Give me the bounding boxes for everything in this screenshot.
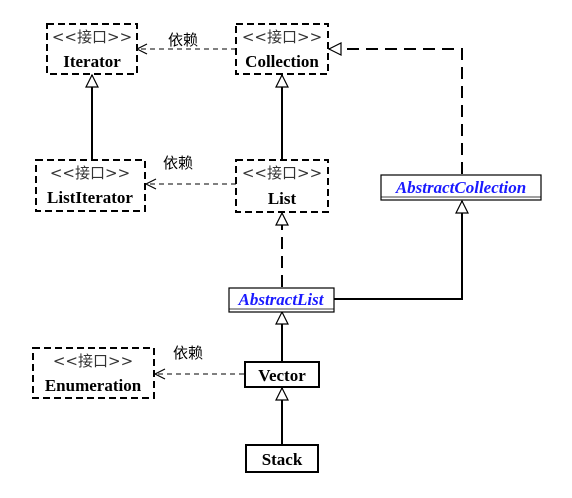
node-list: <<接口>> List — [235, 159, 329, 213]
node-collection: <<接口>> Collection — [235, 23, 329, 75]
node-iterator: <<接口>> Iterator — [46, 23, 138, 75]
class-name-collection: Collection — [245, 52, 319, 71]
node-enumeration: <<接口>> Enumeration — [32, 347, 155, 399]
edge-abstractlist-extends-abstractcollection — [334, 201, 462, 300]
class-name-list: List — [268, 189, 297, 208]
stereotype-label: <<接口>> — [242, 28, 322, 46]
class-name-enumeration: Enumeration — [45, 376, 142, 395]
class-name-abstractcollection: AbstractCollection — [395, 178, 526, 197]
node-vector: Vector — [244, 361, 320, 388]
dependency-label-enumeration: 依赖 — [173, 344, 203, 362]
node-abstractlist: AbstractList — [228, 287, 335, 313]
edge-abstractcollection-implements-collection — [329, 49, 463, 174]
node-abstractcollection: AbstractCollection — [380, 174, 542, 201]
stereotype-label: <<接口>> — [242, 164, 322, 182]
stereotype-label: <<接口>> — [53, 352, 133, 370]
edges — [92, 49, 462, 444]
stereotype-label: <<接口>> — [52, 28, 132, 46]
class-name-vector: Vector — [258, 366, 306, 385]
node-stack: Stack — [245, 444, 319, 473]
class-name-listiterator: ListIterator — [47, 188, 133, 207]
stereotype-label: <<接口>> — [50, 164, 130, 182]
dependency-label-iterator: 依赖 — [168, 31, 198, 49]
class-name-stack: Stack — [262, 450, 303, 469]
class-name-iterator: Iterator — [63, 52, 121, 71]
class-name-abstractlist: AbstractList — [237, 290, 324, 309]
node-listiterator: <<接口>> ListIterator — [35, 159, 146, 212]
dependency-label-listiterator: 依赖 — [163, 154, 193, 172]
